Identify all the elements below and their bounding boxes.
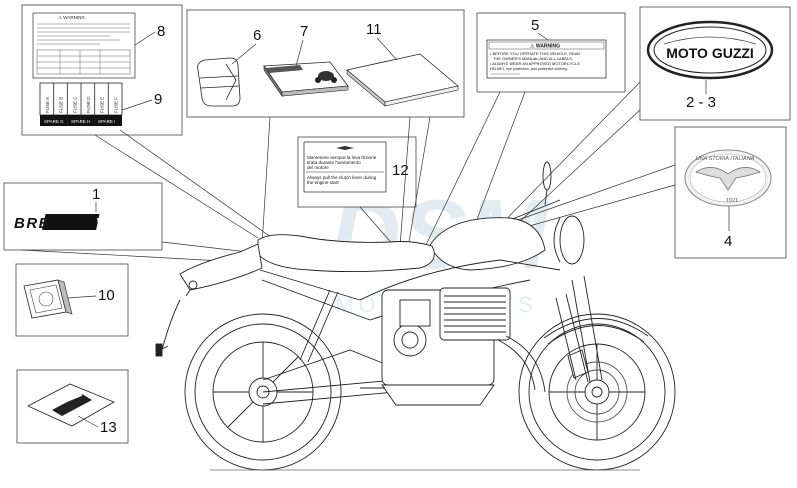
owners-manual-7	[263, 61, 349, 97]
booklet-11	[346, 53, 459, 107]
decal-5-title: ⚠ WARNING	[530, 44, 560, 50]
tool-pouch-6	[197, 57, 241, 107]
fuse-d: FUSE D	[86, 96, 91, 113]
eagle-badge-year: 1921	[726, 198, 738, 204]
decal-12-en-2: the engine start	[307, 180, 339, 185]
v850-text: V850	[96, 215, 127, 230]
decal-5-line-4: HELMET, eye protection, and protective c…	[490, 67, 568, 71]
callout-8: 8	[157, 23, 165, 40]
sticker-kit-10	[23, 279, 73, 319]
decal-5-line-1: • BEFORE YOU OPERATE THIS VEHICLE, READ	[490, 51, 580, 56]
moto-guzzi-logo-2-3: MOTO GUZZI	[646, 20, 774, 80]
callout-11: 11	[366, 21, 382, 38]
spare-h: SPARE H	[71, 119, 90, 124]
decal-12-it-2: tirata durante l'avviamento	[307, 160, 361, 165]
decal-12-en-1: Always pull the clutch lever during	[307, 175, 377, 180]
motorcycle-illustration	[155, 161, 676, 471]
callout-13: 13	[100, 419, 117, 436]
decal-12-it-1: Mantenere sempre la leva frizione	[307, 155, 377, 160]
callout-7: 7	[300, 23, 308, 40]
fuse-b: FUSE B	[59, 97, 64, 113]
moto-guzzi-text: MOTO GUZZI	[666, 45, 754, 61]
callout-4: 4	[724, 233, 732, 250]
breva-v850-decal-1: BREVA V850	[14, 214, 127, 232]
eagle-badge-top: UNA STORIA ITALIANA	[696, 156, 755, 162]
spare-g: SPARE G	[44, 119, 64, 124]
decal-8-title: ⚠ WARNING	[58, 15, 85, 20]
decal-12-it-3: del motore	[307, 165, 329, 170]
callout-2-3: 2 - 3	[686, 94, 716, 111]
fuse-e: FUSE E	[100, 97, 105, 113]
spare-i: SPARE I	[98, 119, 115, 124]
tank-pad-13	[27, 383, 115, 427]
eagle-badge-4: UNA STORIA ITALIANA 1921	[684, 149, 772, 207]
leader-lines	[21, 81, 676, 263]
callout-12: 12	[392, 162, 409, 179]
callout-1: 1	[92, 186, 100, 203]
decal-clutch-12: Mantenere sempre la leva frizione tirata…	[303, 141, 387, 193]
decal-5-line-3: • ALWAYS WEAR AN APPROVED MOTORCYCLE	[490, 61, 580, 66]
decal-warning-5: ⚠ WARNING • BEFORE YOU OPERATE THIS VEHI…	[486, 39, 607, 79]
fuse-c: FUSE C	[72, 96, 77, 113]
callout-5: 5	[531, 17, 539, 34]
decal-fuse-labels-9: FUSE A FUSE B FUSE C FUSE D FUSE E FUSE …	[39, 82, 123, 126]
callout-10: 10	[98, 287, 115, 304]
callout-9: 9	[154, 91, 162, 108]
fuse-f: FUSE F	[113, 97, 118, 113]
fuse-a: FUSE A	[45, 97, 50, 113]
callout-6: 6	[253, 27, 261, 44]
decal-warning-8: ⚠ WARNING	[32, 12, 136, 79]
decal-5-line-2: THE OWNER'S MANUAL AND ALL LABELS.	[493, 56, 573, 61]
